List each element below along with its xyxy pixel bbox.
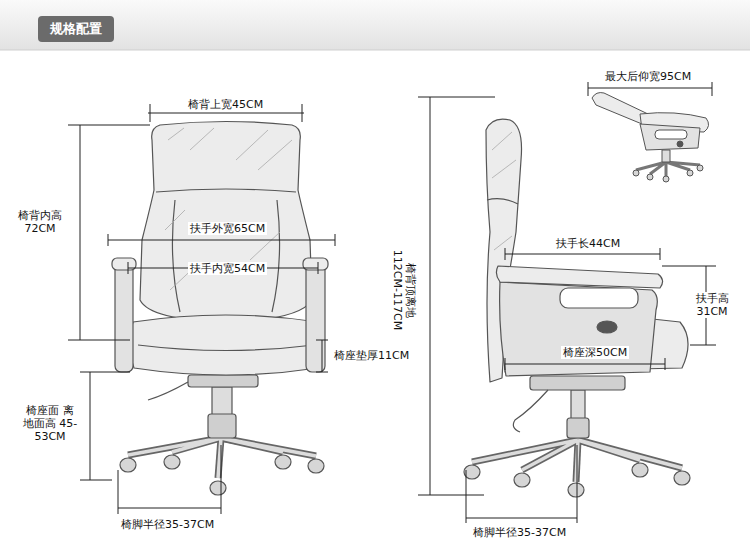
header-rule [0,50,750,51]
dimension-label: 扶手高 31CM [690,292,734,318]
dimension-label: 椅脚半径35-37CM [119,518,216,531]
gas-cylinder [212,387,232,417]
lever [513,390,548,432]
dimension-label: 椅脚半径35-37CM [471,526,568,539]
front-base [120,438,324,495]
caster [687,170,693,176]
armrest-window [655,130,687,139]
seat-cushion [130,315,322,375]
dimension-label: 扶手外宽65CM [188,222,267,235]
dimension-label: 椅座垫厚11CM [332,349,411,362]
dimension-line [418,97,495,495]
dimension-line [588,82,712,96]
gas-cylinder [571,390,585,420]
caster [632,463,648,477]
dimension-label: 椅背内高 72CM [12,209,68,235]
caster [697,165,703,171]
header-band [0,0,750,50]
dimension-line [505,358,665,370]
armrest [115,262,133,372]
gas-cylinder [662,150,670,162]
caster [120,458,136,472]
reclined-back [592,93,648,124]
cylinder-cover [208,414,236,438]
dimension-label: 椅座深50CM [561,346,629,359]
caster [568,483,584,497]
reclined-chair-sketch [592,93,709,182]
dimension-label: 扶手内宽54CM [188,262,267,275]
caster [674,471,690,485]
dimension-label: 椅背上宽45CM [186,98,265,111]
seat-seam [138,345,314,351]
dimension-line [128,262,318,274]
caster [308,459,324,473]
dimension-line [118,445,221,514]
chair-leg [636,162,700,176]
control-knob [677,141,683,147]
front-chair-sketch [112,122,328,496]
dimension-lines [68,82,716,523]
dimension-line [316,340,328,372]
caster [164,455,180,469]
cylinder-cover [567,418,589,438]
dimension-label: 最大后仰宽95CM [603,70,693,83]
side-panel [500,282,658,376]
caster [514,473,530,487]
dimension-line [68,125,150,340]
leg-shine [128,438,316,478]
dimension-label: 椅座面 离地面高 45-53CM [19,404,81,443]
lever [148,382,188,400]
control-knob [597,321,617,333]
chair-back [140,122,312,323]
headrest-seam [156,189,296,192]
side-chair-sketch [464,119,690,497]
back-bolster [172,200,279,312]
dimension-line [466,445,577,523]
armrest-window [560,288,638,308]
caster [275,455,291,469]
caster [633,170,639,176]
armrest [496,266,662,288]
pencil-hatching [165,128,292,290]
header-ground [0,0,750,50]
caster [210,481,226,495]
dimension-label: 扶手长44CM [554,237,622,250]
dimension-line [80,372,130,480]
caster [663,176,669,182]
section-title: 规格配置 [38,16,114,42]
side-panel [640,124,700,150]
headrest-seam [487,199,518,204]
tilt-mechanism [530,376,625,390]
pencil-hatching [492,132,516,250]
dimension-label: 椅背顶离地 112CM-117CM [391,246,417,334]
dimension-line [108,234,335,246]
tilt-mechanism [188,375,258,387]
caster [647,174,653,180]
